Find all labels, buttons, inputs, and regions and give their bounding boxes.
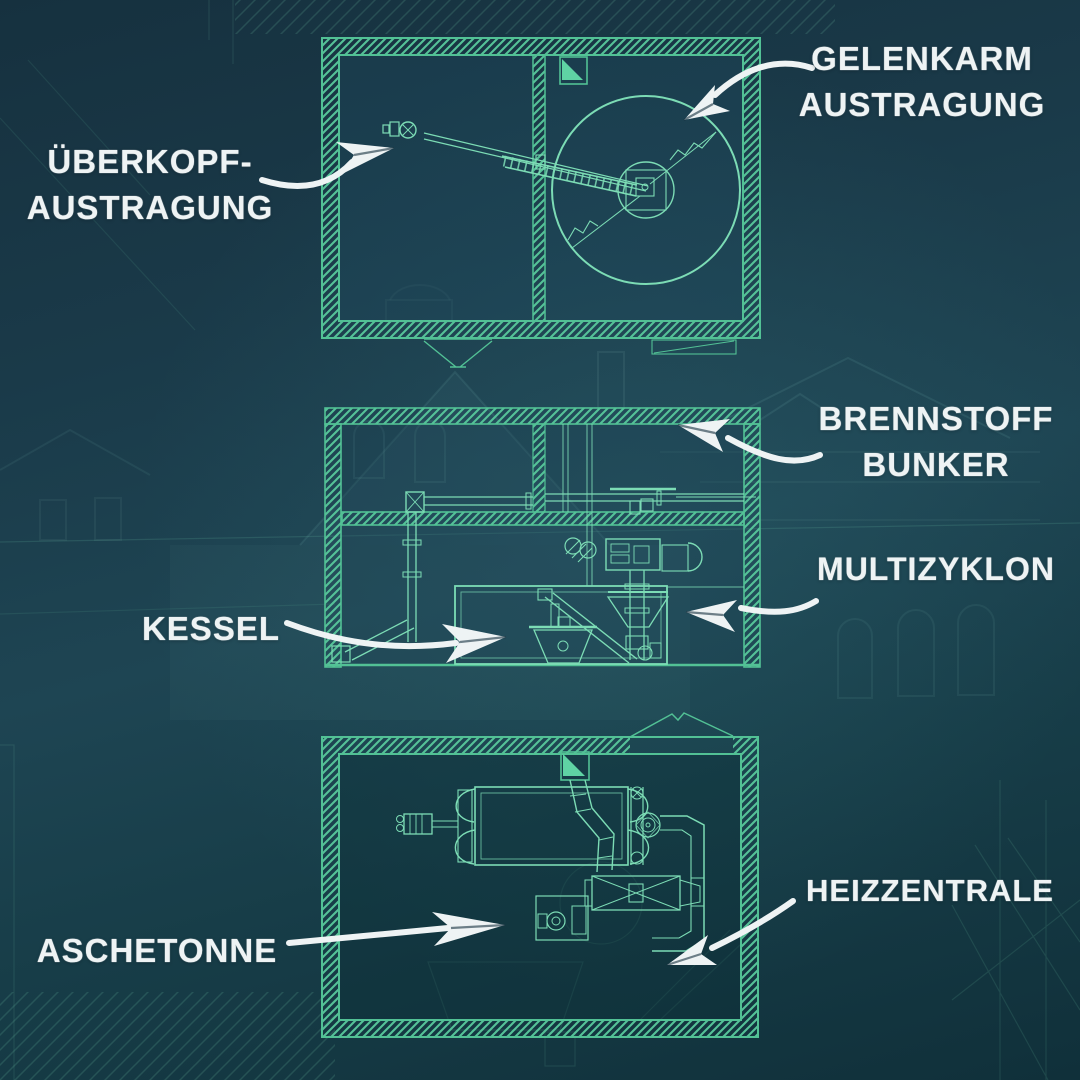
label-heizzentrale: HEIZZENTRALE — [770, 868, 1080, 914]
arrow-heizzentrale — [666, 898, 796, 967]
multizyklon-drawing — [564, 537, 703, 661]
label-line: MULTIZYKLON — [817, 551, 1055, 587]
bottom-panel-top-view — [321, 712, 759, 1038]
kessel-boiler-drawing — [454, 585, 744, 665]
north-arrow-symbol-2 — [560, 751, 590, 781]
label-aschetonne: ASCHETONNE — [0, 928, 317, 974]
arrow-gelenkarm — [683, 60, 815, 121]
middle-panel-section-view — [324, 407, 761, 668]
annotation-arrows — [259, 60, 823, 967]
top-panel-plan-view — [321, 37, 761, 368]
chimney-lines — [562, 424, 593, 586]
label-line: KESSEL — [141, 610, 281, 647]
label-line: BRENNSTOFF — [818, 400, 1054, 437]
label-line: GELENKARM — [811, 40, 1033, 77]
label-gelenkarm-austragung: GELENKARM AUSTRAGUNG — [762, 36, 1080, 128]
label-line: BUNKER — [862, 446, 1010, 483]
label-kessel: KESSEL — [51, 606, 371, 652]
label-multizyklon: MULTIZYKLON — [776, 546, 1080, 592]
label-line: HEIZZENTRALE — [806, 873, 1054, 908]
arrow-brennstoff — [677, 419, 823, 464]
arrow-aschetonne — [286, 912, 506, 946]
label-line: AUSTRAGUNG — [798, 86, 1046, 123]
arrow-ueberkopf — [259, 142, 395, 189]
top-panel-funnel-and-door — [423, 338, 737, 368]
arrow-multizyklon — [685, 598, 819, 632]
flue-duct-drawing — [569, 779, 615, 873]
north-arrow-symbol — [559, 56, 588, 85]
label-line: AUSTRAGUNG — [26, 189, 274, 226]
bunker-conveyors-drawing — [405, 487, 756, 515]
label-line: ÜBERKOPF- — [47, 143, 253, 180]
ueberkopf-auger-drawing — [382, 121, 655, 197]
pump-unit-drawing — [535, 895, 589, 941]
gelenkarm-discharge-drawing — [551, 95, 741, 285]
arrow-kessel — [284, 620, 507, 663]
label-brennstoff-bunker: BRENNSTOFF BUNKER — [776, 396, 1080, 488]
piping-loop-drawing — [630, 786, 705, 952]
label-line: ASCHETONNE — [36, 932, 278, 969]
label-ueberkopf-austragung: ÜBERKOPF- AUSTRAGUNG — [0, 139, 310, 231]
